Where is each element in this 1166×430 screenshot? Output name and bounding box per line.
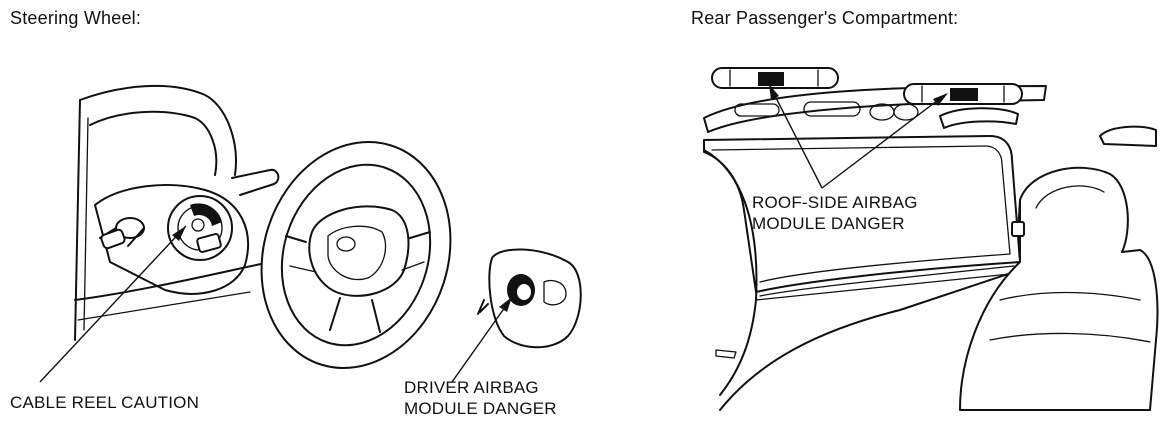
driver-airbag-leader xyxy=(451,297,512,383)
roof-side-airbag-module-right xyxy=(903,83,1023,105)
rear-compartment-illustration xyxy=(703,67,1159,411)
roof-side-airbag-leaders xyxy=(769,84,948,189)
roof-side-airbag-label-line-1: ROOF-SIDE AIRBAG xyxy=(752,193,918,212)
steering-wheel-heading: Steering Wheel: xyxy=(10,8,142,28)
driver-airbag-label-line-2: MODULE DANGER xyxy=(404,399,557,418)
dashboard-steering-column-illustration xyxy=(74,84,452,370)
roof-side-airbag-label-line-2: MODULE DANGER xyxy=(752,214,905,233)
cable-reel-leader xyxy=(39,225,187,383)
roof-side-airbag-label: ROOF-SIDE AIRBAG MODULE DANGER xyxy=(752,192,918,234)
cable-reel-caution-label: CABLE REEL CAUTION xyxy=(10,393,200,412)
rear-compartment-heading: Rear Passenger's Compartment: xyxy=(691,8,959,28)
driver-airbag-label: DRIVER AIRBAG MODULE DANGER xyxy=(404,377,557,419)
driver-airbag-label-line-1: DRIVER AIRBAG xyxy=(404,378,539,397)
roof-side-airbag-module-left xyxy=(711,67,839,89)
driver-airbag-module-illustration xyxy=(477,248,582,349)
